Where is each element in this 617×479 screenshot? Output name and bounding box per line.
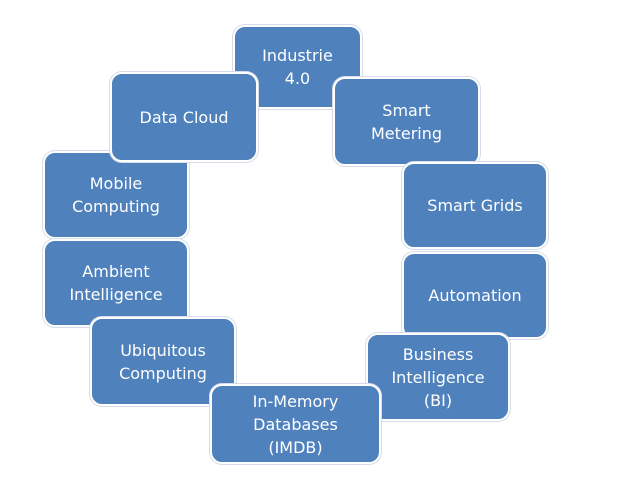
node-ambient-intelligence: Ambient Intelligence [43, 239, 189, 327]
node-data-cloud: Data Cloud [110, 72, 258, 162]
node-in-memory-databases: In-Memory Databases (IMDB) [210, 384, 381, 464]
node-business-intelligence: Business Intelligence (BI) [366, 333, 510, 421]
node-smart-grids: Smart Grids [402, 162, 548, 249]
node-smart-metering: Smart Metering [333, 77, 480, 166]
node-mobile-computing: Mobile Computing [43, 151, 189, 239]
node-automation: Automation [402, 252, 548, 339]
node-ubiquitous-computing: Ubiquitous Computing [90, 317, 236, 406]
